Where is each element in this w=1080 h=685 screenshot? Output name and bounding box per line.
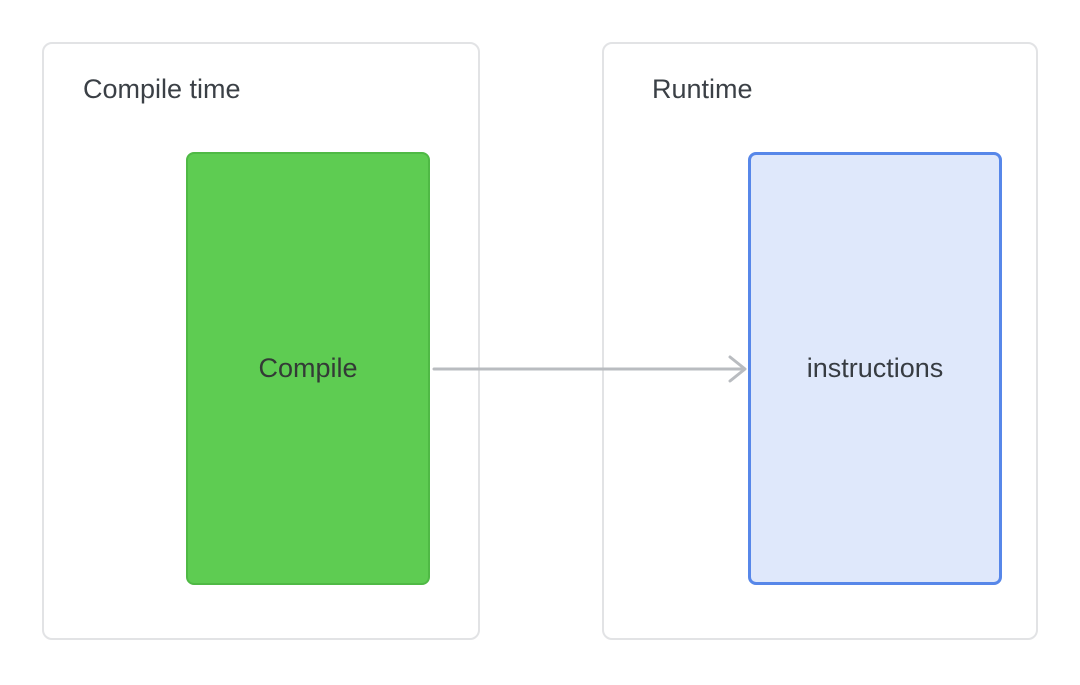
node-instructions-label: instructions [806,353,944,383]
container-compile-time: Compile time Compile [42,42,480,640]
node-compile-label: Compile [258,353,358,383]
node-instructions: instructions [748,152,1002,585]
container-runtime-label: Runtime [652,74,753,104]
node-compile: Compile [186,152,430,585]
container-compile-time-label: Compile time [83,74,241,104]
container-runtime: Runtime instructions [602,42,1038,640]
